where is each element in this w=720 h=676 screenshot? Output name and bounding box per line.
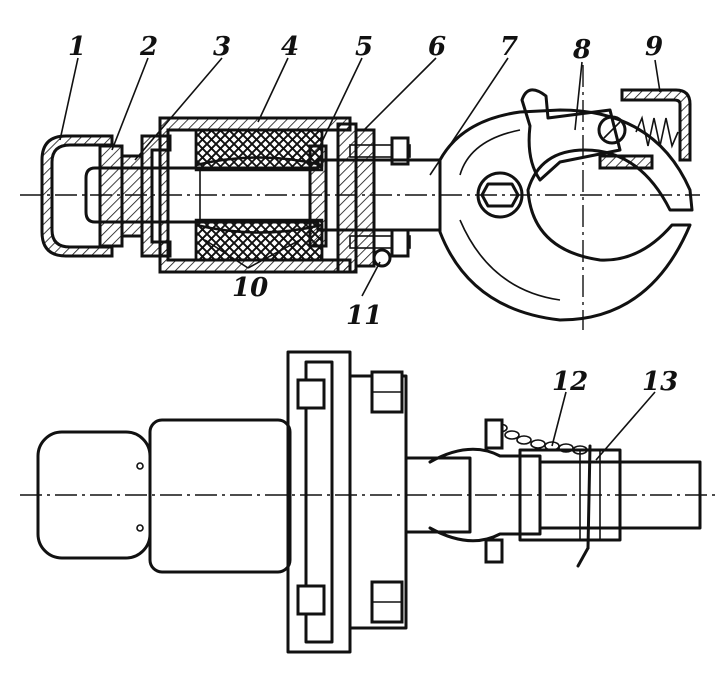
plan-cap-rivet-upper [136, 462, 144, 470]
latch-pivot-slot [603, 121, 621, 139]
plan-bolt-head-ll [296, 584, 326, 616]
section-view [20, 65, 700, 330]
leader-4 [257, 57, 289, 123]
leader-12 [551, 391, 567, 447]
plan-shank [404, 456, 472, 534]
callout-5: 5 [355, 32, 373, 62]
callout-1: 1 [68, 32, 86, 62]
plan-housing [148, 418, 292, 574]
callout-8: 8 [572, 35, 591, 65]
flange-bolt-upper [349, 144, 411, 158]
leader-11 [361, 261, 381, 297]
hook-inner-contour [459, 129, 561, 301]
rubber-bush-lower-block [194, 218, 324, 262]
flange-plate-left [336, 122, 358, 274]
callout-4: 4 [281, 32, 299, 62]
callout-labels: 1 2 3 4 5 6 7 8 9 10 11 12 13 [68, 32, 678, 397]
leader-10a [204, 239, 249, 269]
callout-7: 7 [500, 32, 518, 62]
latch-spring [635, 115, 679, 149]
flange-plate-right [354, 128, 376, 268]
plan-cap-rivet-lower [136, 524, 144, 532]
spring-cover [620, 88, 692, 162]
leader-9 [654, 59, 661, 93]
latch-pivot [597, 115, 627, 145]
leader-2 [111, 57, 149, 151]
hook-shank [84, 158, 442, 232]
callout-10: 10 [232, 273, 268, 303]
housing [158, 116, 352, 274]
leader-1 [59, 57, 79, 141]
leader-6 [363, 57, 437, 131]
callout-11: 11 [346, 301, 382, 331]
leader-10b [247, 239, 301, 269]
callout-3: 3 [213, 32, 231, 62]
plan-lower-lug [484, 538, 504, 564]
flange-bolt-nut-upper [390, 136, 410, 166]
leaders-plan [551, 391, 656, 461]
leaders-section [59, 57, 661, 297]
leader-3 [134, 57, 223, 161]
hook-body [438, 108, 694, 322]
plan-view [20, 350, 715, 654]
latch [520, 88, 622, 182]
callout-12: 12 [552, 367, 588, 397]
flange-bolt-nut-lower [390, 228, 410, 258]
leader-8 [574, 61, 583, 131]
plan-flange-plate-2 [304, 360, 334, 644]
callout-13: 13 [642, 367, 678, 397]
leader-13 [595, 391, 656, 461]
flange-bolt-lower [349, 235, 411, 249]
leader-7 [429, 57, 509, 176]
safety-pin-tail [576, 546, 590, 568]
callout-6: 6 [428, 32, 446, 62]
chain-anchor [484, 418, 504, 450]
housing-inner-flange [140, 134, 172, 258]
latch-stop [598, 154, 654, 170]
safety-pin [586, 444, 592, 550]
leader-5 [317, 57, 363, 151]
hook-pivot-nut [480, 182, 520, 208]
hook-pivot-pin [476, 171, 524, 219]
rubber-bush-upper-block [194, 128, 324, 172]
spring-washer [372, 248, 392, 268]
callout-9: 9 [645, 32, 663, 62]
plan-bolt-head-ul [296, 378, 326, 410]
callout-2: 2 [139, 32, 158, 62]
nut [98, 144, 124, 248]
